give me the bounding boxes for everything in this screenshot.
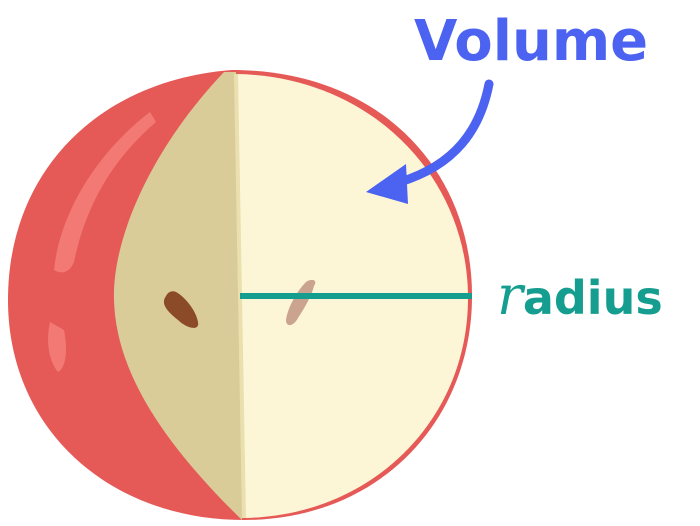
skin-highlight-bottom	[48, 322, 66, 372]
seed-light	[286, 279, 316, 326]
radius-label: radius	[497, 266, 663, 328]
curved-arrow-icon	[366, 79, 494, 204]
volume-label: Volume	[414, 9, 649, 74]
skin-highlight-top	[54, 112, 156, 273]
arrow-shaft	[395, 79, 494, 187]
radius-label-rest: adius	[522, 271, 663, 325]
radius-variable: r	[497, 264, 523, 327]
seed-dark	[163, 291, 199, 328]
arrow-head	[366, 164, 408, 204]
